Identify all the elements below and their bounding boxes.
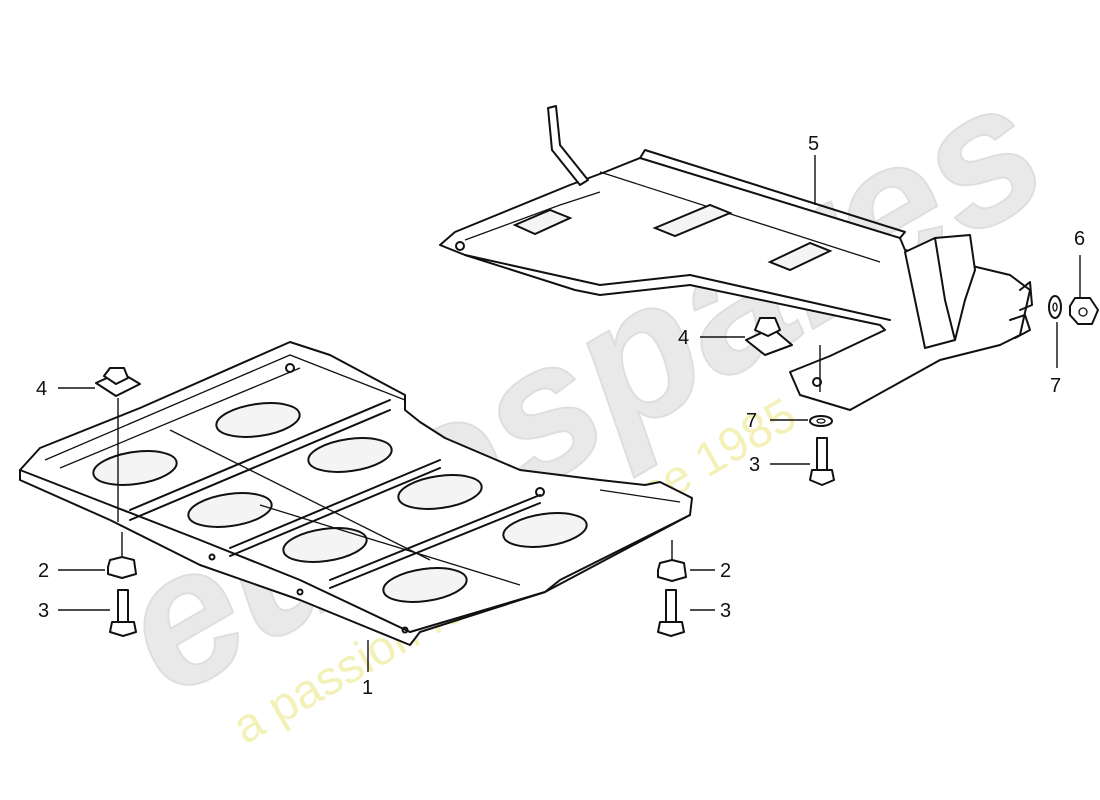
washer-center (809, 415, 833, 427)
nut-right (1069, 297, 1099, 325)
callout-7-right: 7 (1050, 375, 1061, 397)
rubber-mount-left (107, 532, 137, 579)
rear-skid-plate (439, 105, 1033, 411)
washer-right (1048, 295, 1062, 319)
clip-nut-left (95, 367, 141, 522)
bolt-upper (809, 437, 835, 486)
bolt-right (657, 589, 685, 637)
callout-2-left: 2 (38, 560, 49, 582)
callout-4-right: 4 (678, 327, 689, 349)
callout-4-left: 4 (36, 378, 47, 400)
callout-3-left: 3 (38, 600, 49, 622)
bolt-left (109, 589, 137, 637)
front-skid-plate (19, 341, 693, 646)
callout-3-right: 3 (720, 600, 731, 622)
callout-7-washer: 7 (746, 410, 757, 432)
callout-leaders (58, 155, 1081, 672)
rubber-mount-right (657, 540, 687, 582)
callout-labels: 1 2 2 3 3 3 4 4 5 6 7 7 (36, 133, 1085, 699)
callout-5: 5 (808, 133, 819, 155)
callout-1: 1 (362, 677, 373, 699)
callout-2-right: 2 (720, 560, 731, 582)
callout-6: 6 (1074, 228, 1085, 250)
clip-nut-right (745, 317, 821, 392)
callout-3-upper: 3 (749, 454, 760, 476)
